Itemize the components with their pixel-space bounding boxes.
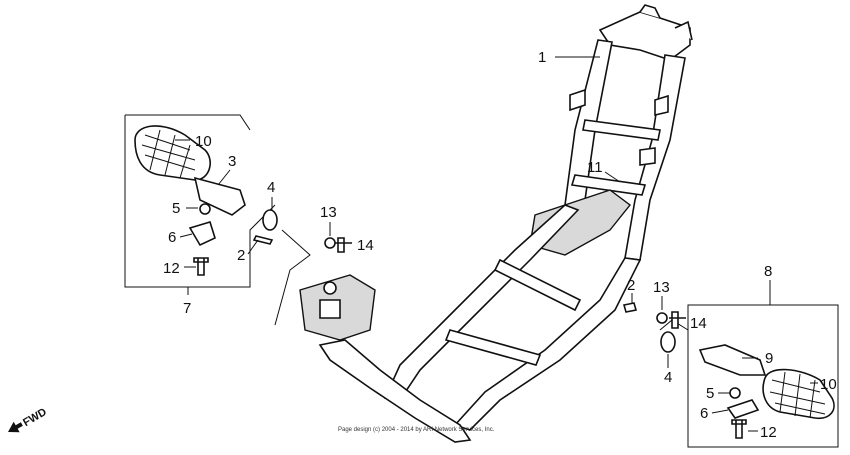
callout-4-right: 4 <box>664 369 672 386</box>
left-step-rubber[interactable] <box>134 125 211 181</box>
right-washer[interactable] <box>660 331 676 353</box>
right-collar[interactable] <box>729 387 741 399</box>
left-fasteners <box>324 222 352 253</box>
right-bolt-14[interactable] <box>669 311 686 329</box>
left-washer[interactable] <box>262 209 278 231</box>
callout-2-left: 2 <box>237 247 245 264</box>
callout-11: 11 <box>587 159 603 176</box>
right-bolt[interactable] <box>731 419 747 439</box>
callout-9: 9 <box>765 350 773 367</box>
right-fasteners <box>622 293 686 368</box>
left-collar[interactable] <box>199 203 211 215</box>
right-washer-plate[interactable] <box>726 399 760 419</box>
callout-5-right: 5 <box>706 385 714 402</box>
callout-2-right: 2 <box>627 277 635 294</box>
left-pin[interactable] <box>252 235 274 245</box>
forward-direction-indicator: FWD <box>8 406 49 433</box>
main-frame[interactable] <box>299 4 693 443</box>
left-nut[interactable] <box>324 237 336 249</box>
callout-13-left: 13 <box>320 204 337 221</box>
callout-14-right: 14 <box>690 315 707 332</box>
right-step-rubber[interactable] <box>762 368 835 420</box>
callout-14-left: 14 <box>357 237 374 254</box>
right-step-bar[interactable] <box>698 344 767 376</box>
right-step-group <box>659 280 839 448</box>
callout-10-right: 10 <box>820 376 837 393</box>
callout-6-right: 6 <box>700 405 708 422</box>
copyright-notice: Page design (c) 2004 - 2014 by ARI Netwo… <box>338 427 495 433</box>
callout-5-left: 5 <box>172 200 180 217</box>
callout-13-right: 13 <box>653 279 670 296</box>
callout-12-right: 12 <box>760 424 777 441</box>
forward-arrow-icon <box>8 421 23 433</box>
callout-4-left: 4 <box>267 179 275 196</box>
left-step-bar[interactable] <box>193 176 246 216</box>
right-nut[interactable] <box>656 312 668 324</box>
left-washer-plate[interactable] <box>188 221 216 247</box>
forward-label: FWD <box>21 406 49 429</box>
callout-10-left: 10 <box>195 133 212 150</box>
callout-12-left: 12 <box>163 260 180 277</box>
left-bolt[interactable] <box>193 257 209 276</box>
callout-3: 3 <box>228 153 236 170</box>
left-bolt-14[interactable] <box>335 237 352 253</box>
callout-1: 1 <box>538 49 546 66</box>
left-step-group <box>124 114 311 326</box>
callout-6-left: 6 <box>168 229 176 246</box>
callout-7: 7 <box>183 300 191 317</box>
callout-8: 8 <box>764 263 772 280</box>
right-pin[interactable] <box>622 302 638 313</box>
